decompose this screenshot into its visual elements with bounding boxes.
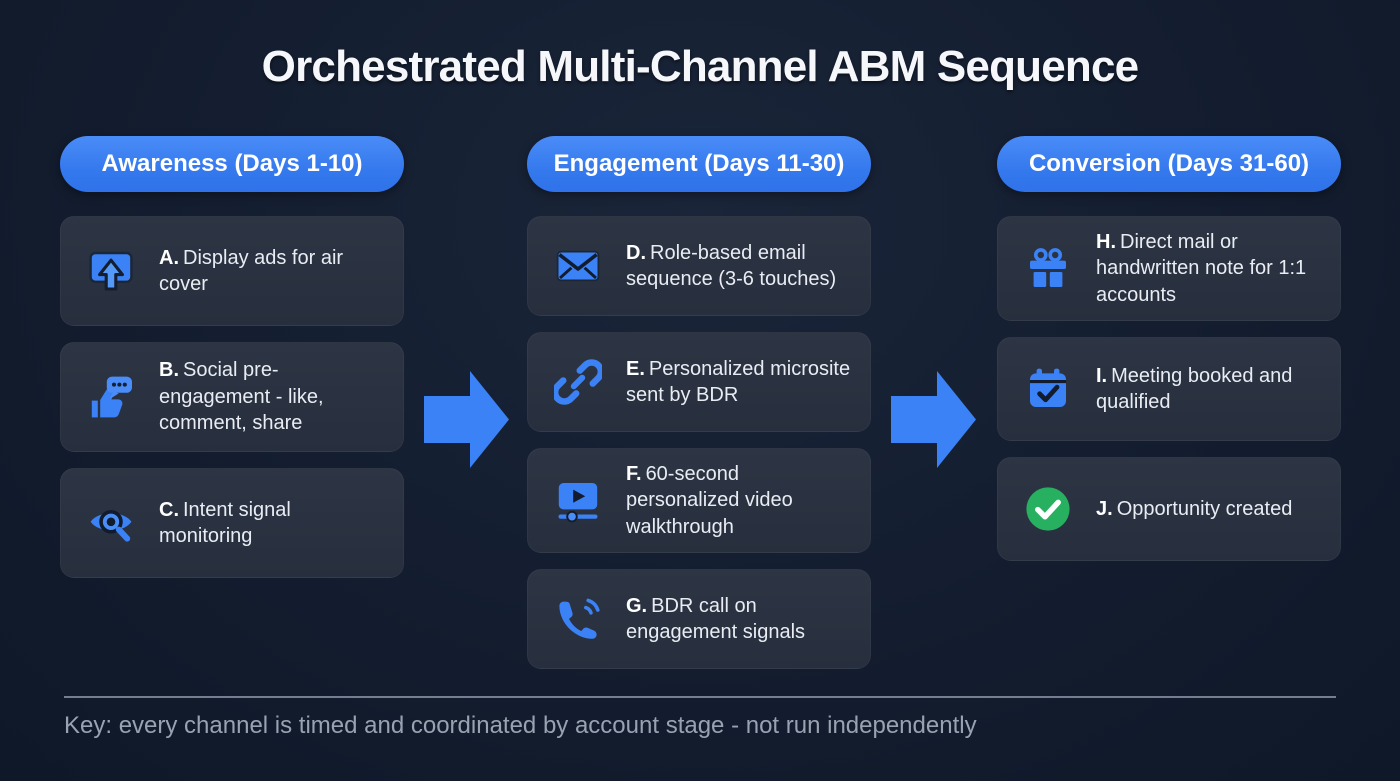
card-label: D.Role-based email sequence (3-6 touches… (626, 240, 852, 293)
card-bdr-call: G.BDR call on engagement signals (527, 569, 871, 670)
arrow-right-icon (424, 371, 509, 468)
card-description: Display ads for air cover (159, 246, 344, 295)
card-letter: B. (159, 359, 179, 382)
card-letter: H. (1096, 231, 1116, 253)
card-letter: A. (159, 246, 179, 269)
card-letter: I. (1096, 364, 1108, 387)
card-email-sequence: D.Role-based email sequence (3-6 touches… (527, 216, 871, 316)
video-icon (558, 482, 598, 522)
stage-pill-awareness: Awareness (Days 1-10) (60, 136, 404, 192)
card-label: G.BDR call on engagement signals (626, 593, 852, 646)
card-personalized-video: F.60-second personalized video walkthrou… (527, 448, 871, 554)
card-letter: D. (626, 241, 646, 264)
card-label: B.Social pre-engagement - like, comment,… (159, 357, 385, 436)
card-intent-monitoring: C.Intent signal monitoring (60, 468, 404, 578)
page-title: Orchestrated Multi-Channel ABM Sequence (261, 42, 1139, 91)
card-letter: C. (159, 498, 179, 521)
card-label: A.Display ads for air cover (159, 245, 385, 298)
key-note: Key: every channel is timed and coordina… (64, 712, 977, 739)
conversion-column: Conversion (Days 31-60) H.Direct mail or… (997, 136, 1341, 577)
awareness-column: Awareness (Days 1-10) A.Display ads for … (60, 136, 404, 594)
stage-pill-conversion: Conversion (Days 31-60) (997, 136, 1341, 192)
card-label: I.Meeting booked and qualified (1096, 363, 1322, 416)
card-social-pre-engagement: B.Social pre-engagement - like, comment,… (60, 342, 404, 452)
email-icon (556, 250, 600, 282)
card-description: BDR call on engagement signals (626, 594, 806, 644)
card-label: C.Intent signal monitoring (159, 497, 385, 550)
arrow-right-icon (891, 371, 976, 468)
phone-icon (559, 598, 600, 639)
card-label: J.Opportunity created (1096, 496, 1292, 522)
card-letter: E. (626, 357, 645, 380)
card-description: Role-based email sequence (3-6 touches) (626, 241, 837, 290)
card-description: Personalized microsite sent by BDR (626, 357, 851, 406)
card-description: Direct mail or handwritten note for 1:1 … (1096, 231, 1307, 306)
gift-icon (1030, 247, 1066, 287)
card-opportunity-created: J.Opportunity created (997, 457, 1341, 562)
calendar-check-icon (1030, 368, 1066, 408)
card-personalized-microsite: E.Personalized microsite sent by BDR (527, 332, 871, 432)
card-letter: F. (626, 463, 642, 485)
check-circle-icon (1026, 487, 1070, 531)
card-description: Social pre-engagement - like, comment, s… (159, 359, 324, 435)
card-description: Meeting booked and qualified (1096, 364, 1293, 414)
card-description: Intent signal monitoring (159, 498, 291, 547)
link-icon (554, 359, 602, 405)
key-divider (64, 696, 1336, 698)
card-label: F.60-second personalized video walkthrou… (626, 461, 852, 540)
card-letter: J. (1096, 497, 1113, 520)
engagement-column: Engagement (Days 11-30) D.Role-based ema… (527, 136, 871, 685)
social-engagement-icon (91, 376, 132, 418)
card-label: E.Personalized microsite sent by BDR (626, 356, 852, 409)
card-direct-mail: H.Direct mail or handwritten note for 1:… (997, 216, 1341, 322)
card-label: H.Direct mail or handwritten note for 1:… (1096, 229, 1322, 308)
display-ads-icon (89, 251, 133, 291)
stage-pill-engagement: Engagement (Days 11-30) (527, 136, 871, 192)
card-description: Opportunity created (1116, 497, 1293, 520)
card-letter: G. (626, 594, 648, 617)
intent-monitoring-icon (90, 510, 132, 542)
card-display-ads: A.Display ads for air cover (60, 216, 404, 326)
card-meeting-booked: I.Meeting booked and qualified (997, 337, 1341, 442)
card-description: 60-second personalized video walkthrough (626, 463, 793, 538)
